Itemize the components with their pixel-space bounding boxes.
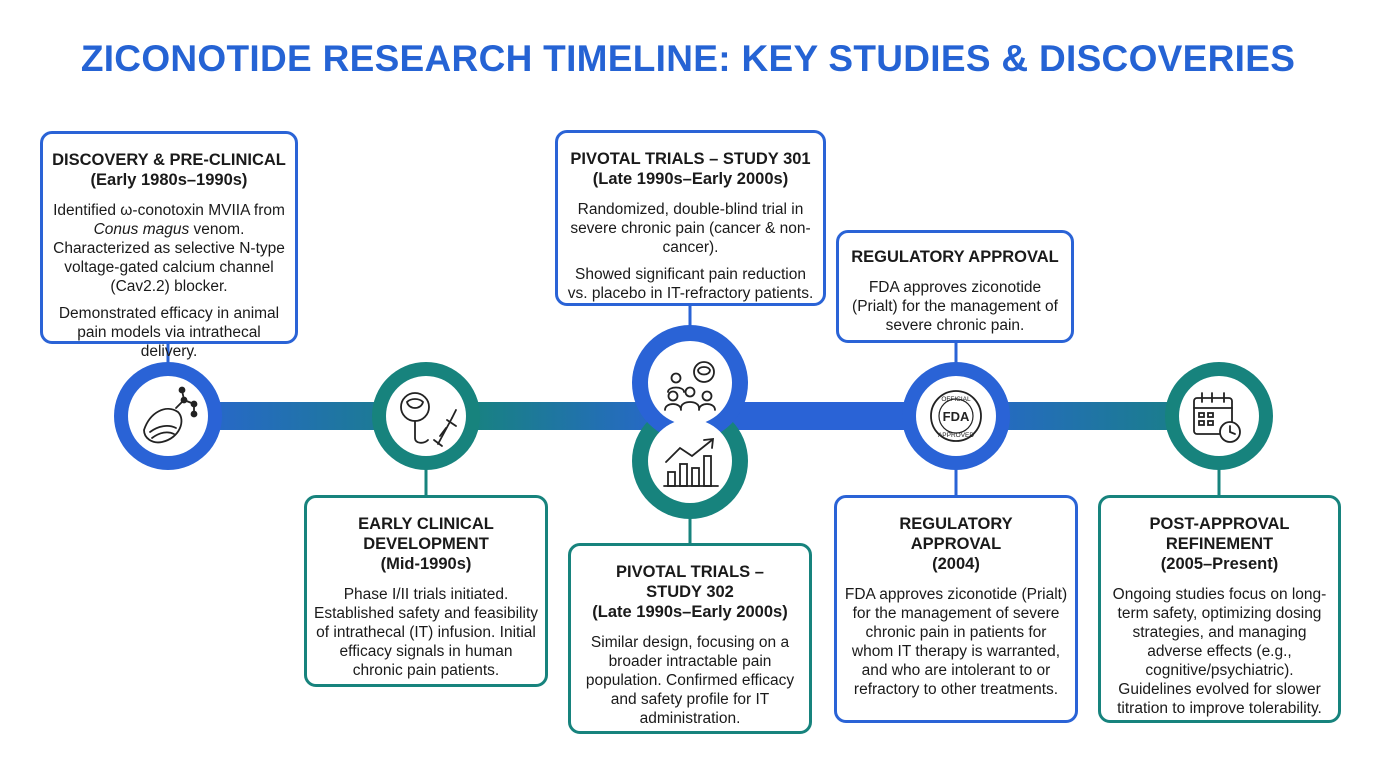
- card-heading: REGULATORY: [899, 515, 1013, 533]
- milestone-card-regulatory-2004: REGULATORY APPROVAL (2004) FDA approves …: [834, 495, 1078, 723]
- cone-snail-molecule-icon: [143, 386, 198, 444]
- card-heading-2: STUDY 302: [646, 583, 734, 601]
- spinal-cord-syringe-icon: [400, 392, 457, 447]
- card-description: Randomized, double-blind trial in severe…: [570, 201, 811, 256]
- card-description: Identified ω-conotoxin MVIIA from Conus …: [53, 202, 285, 295]
- timeline-node-discovery: [114, 362, 222, 470]
- milestone-card-early-clinical: EARLY CLINICAL DEVELOPMENT (Mid-1990s) P…: [304, 495, 548, 687]
- milestone-card-study-301: PIVOTAL TRIALS – STUDY 301 (Late 1990s–E…: [555, 130, 826, 306]
- milestone-card-regulatory-approval: REGULATORY APPROVAL FDA approves ziconot…: [836, 230, 1074, 343]
- card-description: Ongoing studies focus on long-term safet…: [1112, 586, 1327, 717]
- card-heading-2: REFINEMENT: [1165, 535, 1274, 553]
- card-description-2: Demonstrated efficacy in animal pain mod…: [58, 305, 280, 360]
- card-heading: POST-APPROVAL: [1149, 515, 1290, 533]
- seal-center-text: FDA: [943, 409, 970, 424]
- milestone-card-post-approval: POST-APPROVAL REFINEMENT (2005–Present) …: [1098, 495, 1341, 723]
- card-description: FDA approves ziconotide (Prialt) for the…: [844, 586, 1068, 698]
- milestone-card-discovery: DISCOVERY & PRE-CLINICAL (Early 1980s–19…: [40, 131, 298, 360]
- card-heading: REGULATORY APPROVAL: [851, 248, 1059, 266]
- card-description: Phase I/II trials initiated. Established…: [313, 586, 539, 679]
- card-description-2: Showed significant pain reduction vs. pl…: [567, 266, 814, 302]
- seal-top-text: OFFICIAL: [941, 396, 971, 403]
- card-description: FDA approves ziconotide (Prialt) for the…: [852, 279, 1058, 334]
- card-heading: PIVOTAL TRIALS – STUDY 301: [570, 150, 811, 168]
- calendar-clock-icon: [1193, 392, 1241, 443]
- timeline-node-regulatory: OFFICIAL FDA APPROVED: [902, 362, 1010, 470]
- species-name: Conus magus: [93, 221, 190, 238]
- card-period: (2005–Present): [1160, 555, 1279, 573]
- card-description: Similar design, focusing on a broader in…: [585, 634, 795, 727]
- card-period: (Late 1990s–Early 2000s): [592, 170, 789, 188]
- card-heading-2: DEVELOPMENT: [363, 535, 489, 553]
- rising-bar-chart-icon: [663, 437, 719, 487]
- patient-group-brain-icon: [664, 361, 716, 411]
- timeline-node-early-clinical: [372, 362, 480, 470]
- card-heading: DISCOVERY & PRE-CLINICAL: [52, 151, 286, 169]
- seal-bottom-text: APPROVED: [938, 432, 974, 439]
- card-period: (Early 1980s–1990s): [90, 171, 248, 189]
- card-period: (Mid-1990s): [380, 555, 472, 573]
- timeline-node-pivotal-trials: [632, 325, 748, 519]
- card-period: (Late 1990s–Early 2000s): [592, 603, 788, 621]
- timeline-node-post-approval: [1165, 362, 1273, 470]
- card-heading-2: APPROVAL: [910, 535, 1002, 553]
- card-heading: EARLY CLINICAL: [358, 515, 494, 533]
- fda-approval-seal-icon: OFFICIAL FDA APPROVED: [930, 390, 982, 442]
- page-title: ZICONOTIDE RESEARCH TIMELINE: KEY STUDIE…: [80, 38, 1296, 79]
- card-heading: PIVOTAL TRIALS –: [616, 563, 764, 581]
- milestone-card-study-302: PIVOTAL TRIALS – STUDY 302 (Late 1990s–E…: [568, 543, 812, 734]
- card-period: (2004): [932, 555, 980, 573]
